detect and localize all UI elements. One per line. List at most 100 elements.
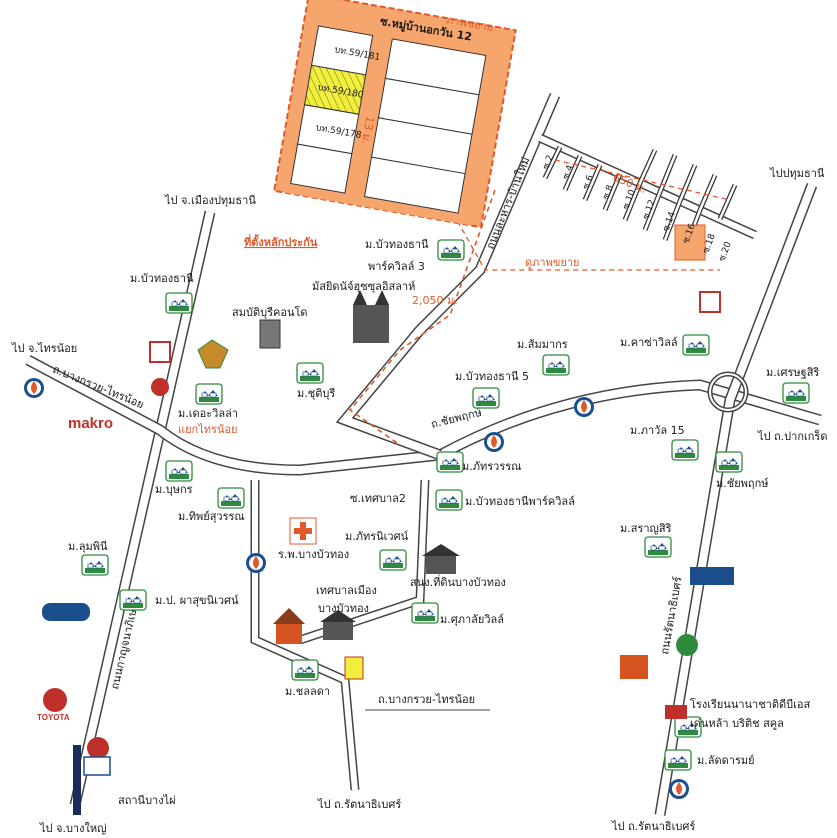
home-icon <box>296 362 324 384</box>
home-icon <box>671 439 699 461</box>
svg-text:ม.ภัทรนิเวศน์: ม.ภัทรนิเวศน์ <box>345 530 409 543</box>
mosque-icon <box>353 290 389 343</box>
home-icon <box>782 382 810 404</box>
svg-text:พาร์ควิลล์ 3: พาร์ควิลล์ 3 <box>368 260 425 273</box>
direction-bottom-mid: ไป ถ.รัตนาธิเบศร์ <box>317 798 401 811</box>
toyota-icon <box>43 688 67 712</box>
home-icon <box>664 749 692 771</box>
road-label-chaiyaphruek: ถ.ชัยพฤกษ์ <box>430 406 484 431</box>
soi-lines <box>542 145 738 251</box>
condo-icon <box>259 319 281 349</box>
home-icon <box>644 536 672 558</box>
svg-text:ม.เศรษฐสิริ: ม.เศรษฐสิริ <box>766 366 819 379</box>
svg-text:ซ.20: ซ.20 <box>717 240 733 263</box>
svg-text:ม.ลุมพินี: ม.ลุมพินี <box>68 540 108 553</box>
market-icon <box>197 339 229 369</box>
svg-text:ม.บัวทองธานี: ม.บัวทองธานี <box>365 238 429 251</box>
svg-text:โรงเรียนนานาชาติดีบีเอส: โรงเรียนนานาชาติดีบีเอส <box>690 697 810 711</box>
svg-text:มัสยิดนัจ์ฮุซซุลอิสลาห์: มัสยิดนัจ์ฮุซซุลอิสลาห์ <box>312 280 415 293</box>
home-icon <box>379 549 407 571</box>
direction-bottom-right: ไป ถ.รัตนาธิเบศร์ <box>611 820 695 833</box>
plot-width: 13 ม. <box>359 115 377 145</box>
svg-text:เทศบาลเมือง: เทศบาลเมือง <box>316 584 377 597</box>
star-icon <box>151 378 169 396</box>
svg-text:ซ.2: ซ.2 <box>541 154 555 171</box>
road-label-bangkruai: ถ.บางกรวย-ไทรน้อย <box>51 363 146 411</box>
zoom-label: ดูภาพขยาย <box>525 256 579 269</box>
direction-left: ไป จ.ไทรน้อย <box>11 342 77 355</box>
gas-station-icon <box>574 397 594 417</box>
svg-text:ม.ภัทรวรรณ: ม.ภัทรวรรณ <box>462 460 521 473</box>
soi-lines-fill <box>543 146 737 251</box>
home-icon <box>195 383 223 405</box>
svg-text:ม.ชลลดา: ม.ชลลดา <box>285 685 330 698</box>
home-icon <box>165 460 193 482</box>
svg-text:ม.ลัดดารมย์: ม.ลัดดารมย์ <box>697 754 755 767</box>
svg-text:ม.ชุติบุรี: ม.ชุติบุรี <box>297 387 335 400</box>
home-icon <box>291 659 319 681</box>
svg-text:สถานีบางไผ่: สถานีบางไผ่ <box>118 794 176 807</box>
location-label: ที่ตั้งหลักประกัน <box>244 234 318 249</box>
svg-text:ม.ภาวัล 15: ม.ภาวัล 15 <box>630 424 685 437</box>
svg-text:ม.บัวทองธานี: ม.บัวทองธานี <box>130 272 194 285</box>
bank-icon <box>676 634 698 656</box>
svg-text:ม.ป. ผาสุขนิเวศน์: ม.ป. ผาสุขนิเวศน์ <box>155 594 239 607</box>
place-labels: ม.บัวทองธานี ม.บัวทองธานี พาร์ควิลล์ 3 ม… <box>68 238 819 807</box>
zoom-source <box>674 224 706 261</box>
svg-text:ม.ศุภาลัยวิลล์: ม.ศุภาลัยวิลล์ <box>440 613 504 626</box>
svg-text:ม.สราญสิริ: ม.สราญสิริ <box>620 522 672 535</box>
home-icon <box>682 334 710 356</box>
home-icon <box>165 292 193 314</box>
home-icon <box>435 489 463 511</box>
makro-logo: makro <box>68 415 113 432</box>
municipality-icon <box>320 610 356 640</box>
svg-text:บางบัวทอง: บางบัวทอง <box>318 602 369 615</box>
direction-right: ไป ถ.ปากเกร็ด <box>757 429 827 443</box>
homepro-icon <box>690 567 734 585</box>
svg-text:ร.พ.บางบัวทอง: ร.พ.บางบัวทอง <box>278 548 349 561</box>
svg-text:ม.ชัยพฤกษ์: ม.ชัยพฤกษ์ <box>716 477 769 490</box>
plot-inset: บท.59/181 บท.59/180 บท.59/178 ซ.หมู่บ้าน… <box>273 0 517 229</box>
svg-text:ม.ทิพย์สุวรรณ: ม.ทิพย์สุวรรณ <box>178 510 245 523</box>
toyota-logo: TOYOTA <box>37 713 70 722</box>
gas-station-icon <box>246 553 266 573</box>
hospital-icon <box>289 517 317 545</box>
svg-text:ม.บัวทองธานีพาร์ควิลล์: ม.บัวทองธานีพาร์ควิลล์ <box>465 495 575 508</box>
svg-text:เด่นหล้า บริติช สคูล: เด่นหล้า บริติช สคูล <box>690 717 784 730</box>
svg-text:ม.เดอะวิลล่า: ม.เดอะวิลล่า <box>178 407 238 420</box>
kfc-icon <box>87 737 109 759</box>
svg-text:แยกไทรน้อย: แยกไทรน้อย <box>178 423 237 436</box>
land-office-icon <box>422 544 460 574</box>
tesco-icon-right <box>699 291 721 313</box>
direction-top-left: ไป จ.เมืองปทุมธานี <box>164 194 256 207</box>
home-icon <box>472 387 500 409</box>
svg-text:ม.ส้มมากร: ม.ส้มมากร <box>517 338 568 351</box>
home-icon <box>81 554 109 576</box>
svg-text:สมบัติบุรีคอนโด: สมบัติบุรีคอนโด <box>232 305 308 319</box>
gas-station-icon <box>484 432 504 452</box>
train-station-icon <box>83 756 111 776</box>
road-label-thetsaban: ซ.เทศบาล2 <box>350 492 406 505</box>
svg-text:ซ.6: ซ.6 <box>581 174 596 191</box>
train-line <box>73 745 81 815</box>
direction-bottom-left: ไป จ.บางใหญ่ <box>39 822 106 835</box>
svg-text:ม.บุษกร: ม.บุษกร <box>155 483 193 496</box>
road-label-bangkruai-bottom: ถ.บางกรวย-ไทรน้อย <box>378 693 475 706</box>
tesco-icon <box>149 341 171 363</box>
fuel-sign-icon <box>344 656 364 680</box>
ford-icon <box>42 603 90 621</box>
home-icon <box>542 354 570 376</box>
svg-text:สนง.ที่ดินบางบัวทอง: สนง.ที่ดินบางบัวทอง <box>410 574 506 589</box>
temple-icon <box>273 608 305 644</box>
school-flag-icon <box>665 705 687 719</box>
home-icon <box>715 451 743 473</box>
home-icon <box>217 487 245 509</box>
distance-line <box>554 159 731 201</box>
distance-2050: 2,050 ม. <box>412 294 458 307</box>
home-icon <box>436 451 464 473</box>
svg-text:ม.บัวทองธานี 5: ม.บัวทองธานี 5 <box>455 370 529 383</box>
shop-icon <box>620 655 648 679</box>
svg-text:ม.คาซ่าวิลล์: ม.คาซ่าวิลล์ <box>620 336 678 349</box>
home-icon <box>411 602 439 624</box>
gas-station-icon <box>669 779 689 799</box>
